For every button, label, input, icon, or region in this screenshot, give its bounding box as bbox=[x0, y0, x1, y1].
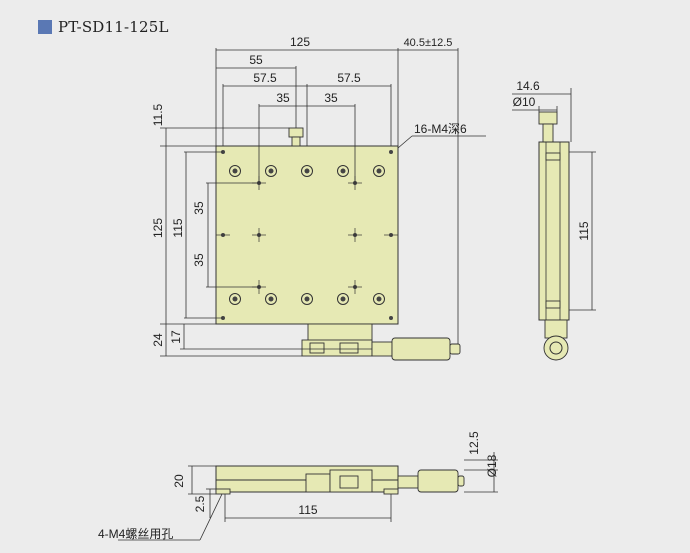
dim-diameter-18: Ø18 bbox=[485, 454, 499, 477]
callout-4-m4: 4-M4螺丝用孔 bbox=[98, 527, 173, 541]
side-bracket bbox=[544, 319, 568, 339]
side-knob bbox=[538, 111, 558, 125]
front-thimble bbox=[417, 469, 459, 493]
mount-hole-center bbox=[268, 296, 274, 302]
bottom-hole-row bbox=[229, 293, 385, 305]
mount-hole bbox=[337, 293, 349, 305]
dim-height-125: 125 bbox=[151, 218, 165, 238]
front-ratchet bbox=[457, 475, 465, 487]
dim-span-57-5-left: 57.5 bbox=[253, 71, 277, 85]
mount-hole bbox=[265, 165, 277, 177]
mount-hole bbox=[337, 165, 349, 177]
mount-hole-center bbox=[268, 168, 274, 174]
dim-span-55: 55 bbox=[249, 53, 263, 67]
bracket bbox=[307, 323, 373, 343]
dim-span-35-left: 35 bbox=[276, 91, 290, 105]
mount-hole bbox=[301, 293, 313, 305]
mount-hole bbox=[373, 165, 385, 177]
top-hole-row bbox=[229, 165, 385, 177]
front-foot-left bbox=[215, 488, 231, 495]
front-view: 20 2.5 115 12.5 Ø18 4-M4螺丝用孔 bbox=[98, 431, 499, 541]
mount-hole bbox=[229, 293, 241, 305]
top-view-dimensions bbox=[160, 48, 486, 357]
front-bracket bbox=[305, 473, 331, 493]
dim-height-24: 24 bbox=[151, 333, 165, 347]
dim-height-20: 20 bbox=[172, 474, 186, 488]
mount-hole-center bbox=[340, 296, 346, 302]
dim-diameter-10: Ø10 bbox=[513, 95, 536, 109]
top-knob bbox=[288, 127, 304, 138]
mount-hole bbox=[265, 293, 277, 305]
mount-hole-center bbox=[376, 296, 382, 302]
dim-height-35-upper: 35 bbox=[192, 201, 206, 215]
side-knob-stem bbox=[542, 123, 554, 143]
dim-height-2-5: 2.5 bbox=[193, 495, 207, 512]
mount-hole-center bbox=[232, 296, 238, 302]
front-sleeve bbox=[397, 475, 419, 489]
bracket-block bbox=[309, 342, 325, 354]
front-lock-block bbox=[339, 475, 359, 489]
top-view-labels: 125 40.5±12.5 55 57.5 57.5 35 35 11.5 12… bbox=[151, 35, 467, 347]
dim-height-115-side: 115 bbox=[577, 221, 591, 240]
mount-hole-center bbox=[232, 168, 238, 174]
dim-span-57-5-right: 57.5 bbox=[337, 71, 361, 85]
corner-hole bbox=[389, 150, 393, 154]
top-knob-stem bbox=[291, 136, 301, 147]
micrometer-thimble bbox=[391, 337, 451, 361]
side-view: 14.6 Ø10 115 bbox=[512, 79, 596, 361]
dim-height-35-lower: 35 bbox=[192, 253, 206, 267]
mount-hole-center bbox=[304, 168, 310, 174]
micrometer-sleeve bbox=[371, 341, 393, 357]
callout-16-m4: 16-M4深6 bbox=[414, 122, 467, 136]
stage-plate bbox=[215, 145, 399, 325]
title-marker bbox=[38, 20, 52, 34]
micrometer-ratchet bbox=[449, 343, 461, 355]
mount-hole bbox=[229, 165, 241, 177]
header: PT-SD11-125L bbox=[38, 18, 169, 36]
mount-hole bbox=[373, 293, 385, 305]
dim-width-14-6: 14.6 bbox=[516, 79, 540, 93]
page-title: PT-SD11-125L bbox=[58, 18, 169, 36]
corner-hole bbox=[389, 316, 393, 320]
dim-span-35-right: 35 bbox=[324, 91, 338, 105]
dim-height-115-inner: 115 bbox=[171, 218, 185, 237]
front-foot-right bbox=[383, 488, 399, 495]
dim-height-17: 17 bbox=[169, 330, 183, 344]
corner-holes bbox=[221, 150, 393, 320]
side-micrometer bbox=[543, 335, 569, 361]
side-slot-top bbox=[545, 152, 561, 161]
mount-hole-center bbox=[304, 296, 310, 302]
lock-block bbox=[339, 342, 359, 354]
side-slot-bottom bbox=[545, 300, 561, 309]
mount-hole-center bbox=[340, 168, 346, 174]
mount-hole bbox=[301, 165, 313, 177]
mount-hole-center bbox=[376, 168, 382, 174]
dim-height-11-5: 11.5 bbox=[151, 103, 165, 126]
dim-micrometer-offset: 40.5±12.5 bbox=[404, 37, 453, 49]
dim-width-overall: 125 bbox=[290, 35, 310, 49]
dim-height-12-5: 12.5 bbox=[467, 431, 481, 455]
side-body bbox=[538, 141, 570, 321]
top-view: 125 40.5±12.5 55 57.5 57.5 35 35 11.5 12… bbox=[151, 35, 486, 361]
dim-width-115-front: 115 bbox=[298, 503, 317, 517]
side-micrometer-core bbox=[549, 341, 563, 355]
